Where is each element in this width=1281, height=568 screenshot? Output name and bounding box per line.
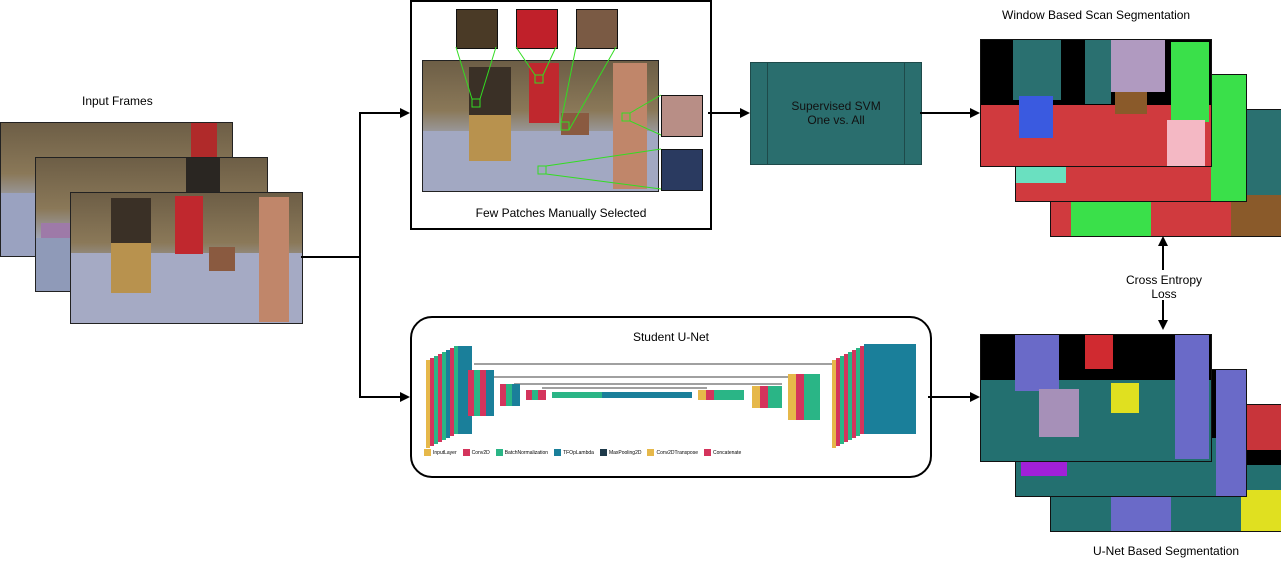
patch-thumb-red (516, 9, 558, 49)
legend-text-4: MaxPooling2D (608, 449, 642, 456)
legend-text-6: Concatenate (712, 449, 742, 456)
patch-selection-panel: Few Patches Manually Selected (410, 0, 712, 230)
cross-entropy-label: Cross Entropy Loss (1120, 273, 1208, 301)
legend-swatch-5 (647, 449, 655, 456)
legend-swatch-3 (554, 449, 562, 456)
unet-skip-connections (474, 363, 857, 389)
patch-thumb-floral (661, 95, 703, 137)
svm-label-line1: Supervised SVM (791, 99, 881, 113)
legend-text-0: InputLayer (433, 449, 457, 456)
cross-entropy-line1: Cross Entropy (1125, 273, 1203, 287)
legend-swatch-4 (599, 449, 607, 456)
arrow-to-unet (359, 257, 410, 402)
few-patches-caption: Few Patches Manually Selected (475, 206, 647, 220)
legend-swatch-6 (703, 449, 711, 456)
unet-seg-label: U-Net Based Segmentation (1093, 544, 1240, 558)
cross-entropy-line2: Loss (1151, 287, 1177, 301)
legend-item-6: Concatenate (703, 449, 742, 456)
svm-box: Supervised SVM One vs. All (750, 62, 922, 165)
patch-thumb-dark (456, 9, 498, 49)
legend-swatch-0 (424, 449, 431, 456)
legend-item-4: MaxPooling2D (599, 449, 642, 456)
patch-thumb-carpet (661, 149, 703, 191)
legend-swatch-1 (462, 449, 470, 456)
patch-thumb-plaid (576, 9, 618, 49)
input-frames-label: Input Frames (82, 94, 153, 108)
unet-decoder-blocks (698, 344, 916, 448)
patch-connector-lines (455, 46, 662, 190)
window-seg-label: Window Based Scan Segmentation (1002, 8, 1191, 22)
unet-legend: InputLayer Conv2D BatchNormalization TFO… (424, 449, 741, 456)
unet-architecture (426, 344, 916, 448)
legend-item-5: Conv2DTranspose (647, 449, 698, 456)
patch-source-frame (422, 60, 659, 192)
legend-text-2: BatchNormalization (504, 449, 549, 456)
legend-text-3: TFOpLambda (563, 449, 594, 456)
input-frame-front (70, 192, 303, 324)
legend-item-3: TFOpLambda (554, 449, 594, 456)
legend-swatch-2 (495, 449, 503, 456)
unet-encoder-blocks (426, 346, 692, 448)
student-unet-panel: Student U-Net (410, 316, 932, 478)
legend-item-0: InputLayer (424, 449, 457, 456)
legend-text-1: Conv2D (471, 449, 490, 456)
legend-text-5: Conv2DTranspose (656, 449, 698, 456)
svm-label-line2: One vs. All (807, 113, 865, 127)
legend-item-1: Conv2D (462, 449, 490, 456)
arrow-to-patches (301, 108, 410, 258)
window-seg-front (980, 39, 1212, 167)
student-unet-label: Student U-Net (632, 330, 710, 344)
unet-seg-front (980, 334, 1212, 462)
legend-item-2: BatchNormalization (495, 449, 549, 456)
